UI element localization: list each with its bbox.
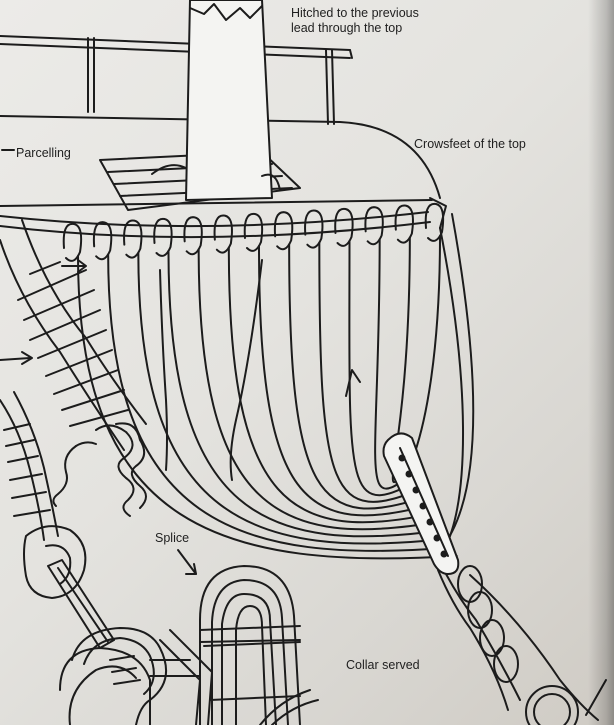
label-crowsfeet: Crowsfeet of the top [414,137,526,152]
lanyard [438,566,606,725]
splice-arrow [178,550,196,574]
label-hitched: Hitched to the previous lead through the… [291,6,419,36]
hitched-lead-line [160,270,167,470]
mast [152,0,280,200]
parcelled-rope [0,220,146,516]
label-parcelling: Parcelling [16,146,71,161]
lower-chain [0,392,85,598]
crowsfeet-arrow [346,370,360,396]
crowsfeet-loops [64,204,443,261]
label-hitched-line-1: Hitched to the previous [291,6,419,21]
euphroe-block [384,433,459,574]
label-splice: Splice [155,531,189,546]
crowsfoot-line [78,256,457,558]
crowsfoot-outer-line [440,214,473,550]
crowsfoot-outer-line [440,228,463,550]
top-rail [0,36,352,124]
label-hitched-line-2: lead through the top [291,21,419,36]
bottom-deadeye [48,560,212,725]
page-gutter-shadow [588,0,614,725]
spliced-eye [200,566,318,725]
label-collar-served: Collar served [346,658,420,673]
lead-arrow [62,260,86,272]
